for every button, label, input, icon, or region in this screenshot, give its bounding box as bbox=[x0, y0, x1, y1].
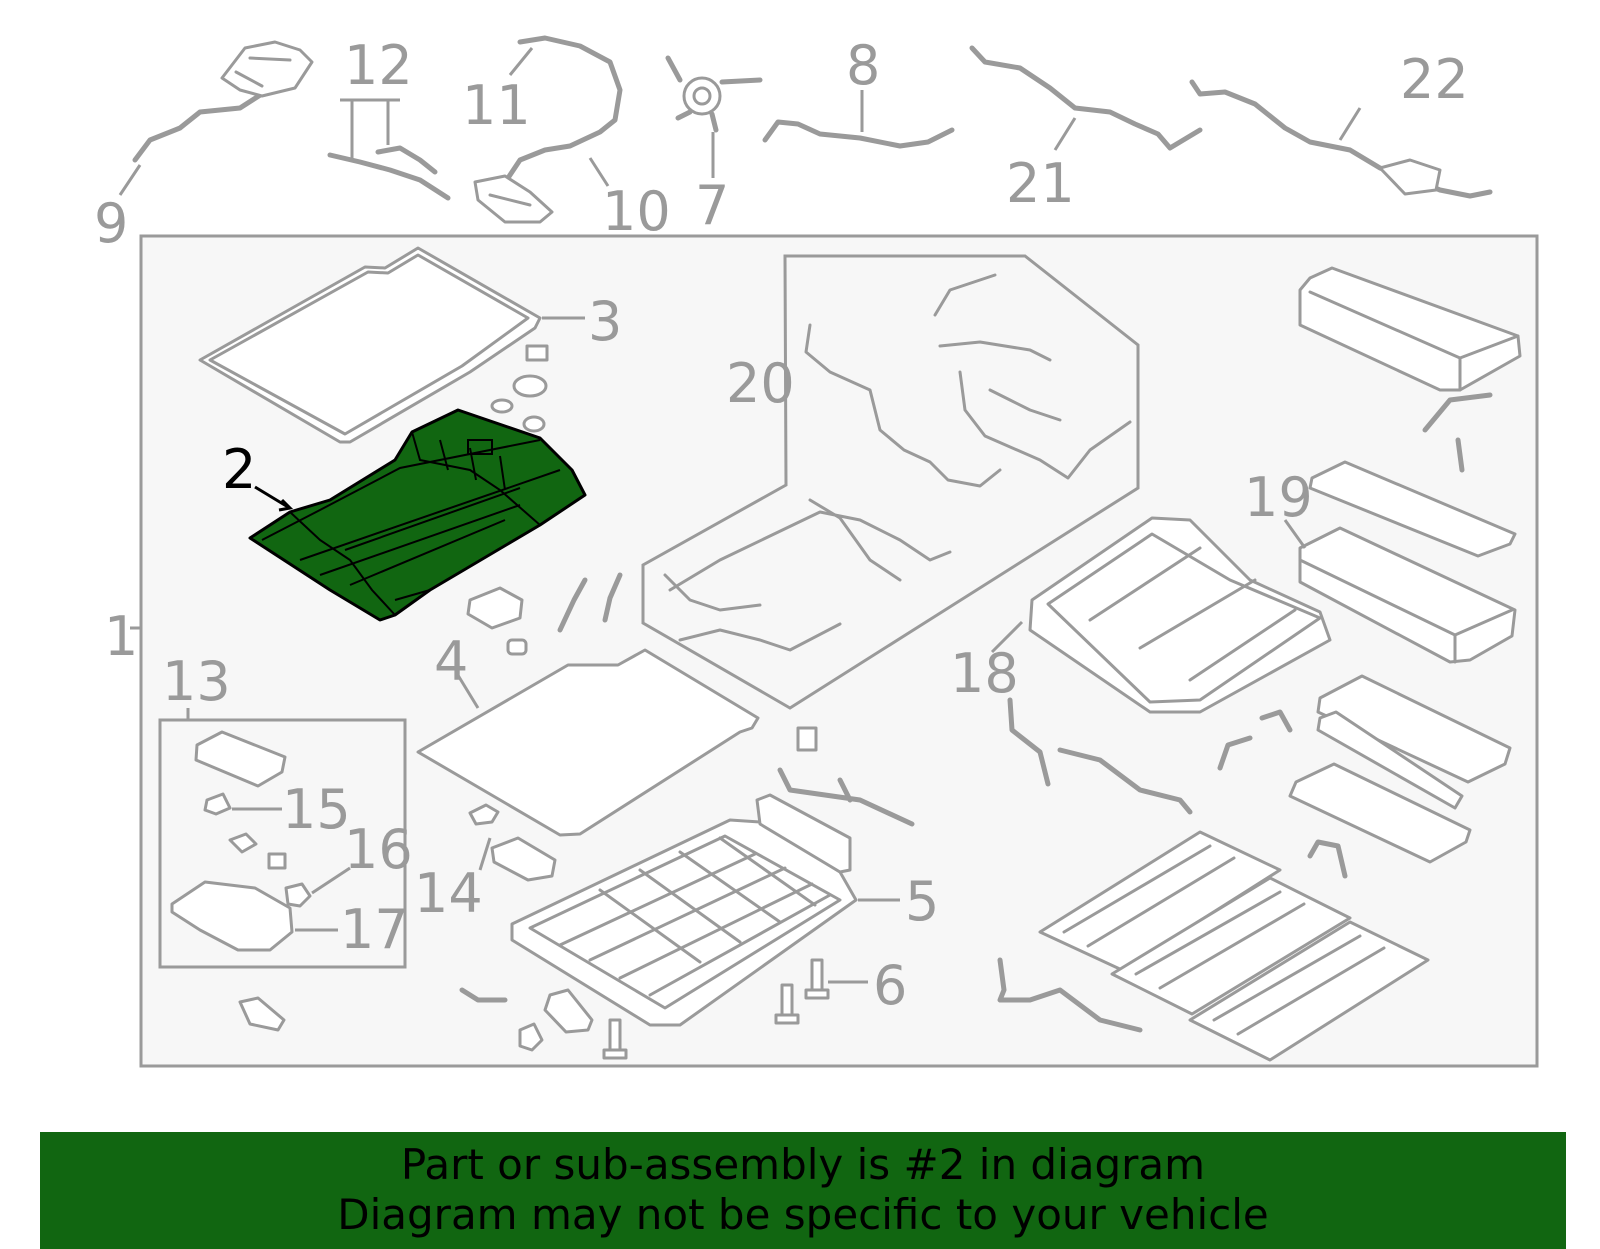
callout-20: 20 bbox=[726, 352, 795, 415]
part-19-battery-modules[interactable] bbox=[1298, 266, 1522, 664]
callout-18: 18 bbox=[950, 642, 1019, 705]
callout-5: 5 bbox=[905, 870, 939, 933]
callout-1: 1 bbox=[104, 605, 138, 668]
part-12-lines[interactable] bbox=[327, 145, 451, 201]
part-21-hose[interactable] bbox=[969, 45, 1203, 151]
part-20-harness-group[interactable] bbox=[641, 254, 1140, 710]
callout-19: 19 bbox=[1244, 466, 1313, 529]
part-9-hose[interactable] bbox=[132, 40, 314, 163]
callout-10: 10 bbox=[602, 180, 671, 243]
callout-8: 8 bbox=[846, 34, 880, 97]
callout-15: 15 bbox=[282, 778, 351, 841]
part-5-tray-frame[interactable] bbox=[510, 726, 915, 1027]
part-8-hose[interactable] bbox=[762, 119, 955, 149]
callout-3: 3 bbox=[588, 290, 622, 353]
callout-11: 11 bbox=[462, 74, 531, 137]
part-2-battery-tray-highlighted[interactable] bbox=[248, 408, 587, 622]
part-13-subassembly-box[interactable] bbox=[158, 718, 407, 969]
part-18-battery-modules[interactable] bbox=[1028, 516, 1332, 714]
part-info-banner: Part or sub-assembly is #2 in diagram Di… bbox=[40, 1132, 1566, 1249]
bottom-module-plates[interactable] bbox=[1038, 830, 1430, 1062]
callout-7: 7 bbox=[695, 174, 729, 237]
callout-4: 4 bbox=[434, 630, 468, 693]
banner-line-disclaimer: Diagram may not be specific to your vehi… bbox=[337, 1190, 1269, 1239]
callout-14: 14 bbox=[414, 862, 483, 925]
part-4-cover[interactable] bbox=[416, 648, 760, 837]
callout-13: 13 bbox=[162, 650, 231, 713]
callout-17: 17 bbox=[340, 898, 409, 961]
part-6-bolt[interactable] bbox=[602, 958, 830, 1060]
callout-21: 21 bbox=[1006, 152, 1075, 215]
callout-22: 22 bbox=[1400, 48, 1469, 111]
callout-12: 12 bbox=[344, 34, 413, 97]
callout-2: 2 bbox=[222, 438, 256, 501]
callout-16: 16 bbox=[344, 818, 413, 881]
part-3-gasket[interactable] bbox=[198, 246, 542, 444]
callout-9: 9 bbox=[94, 192, 128, 255]
part-11-10-lines[interactable] bbox=[473, 35, 623, 224]
part-7-valve[interactable] bbox=[665, 55, 763, 133]
part-22-hose[interactable] bbox=[1189, 79, 1493, 199]
banner-line-part: Part or sub-assembly is #2 in diagram bbox=[400, 1140, 1206, 1189]
callout-6: 6 bbox=[873, 954, 907, 1017]
